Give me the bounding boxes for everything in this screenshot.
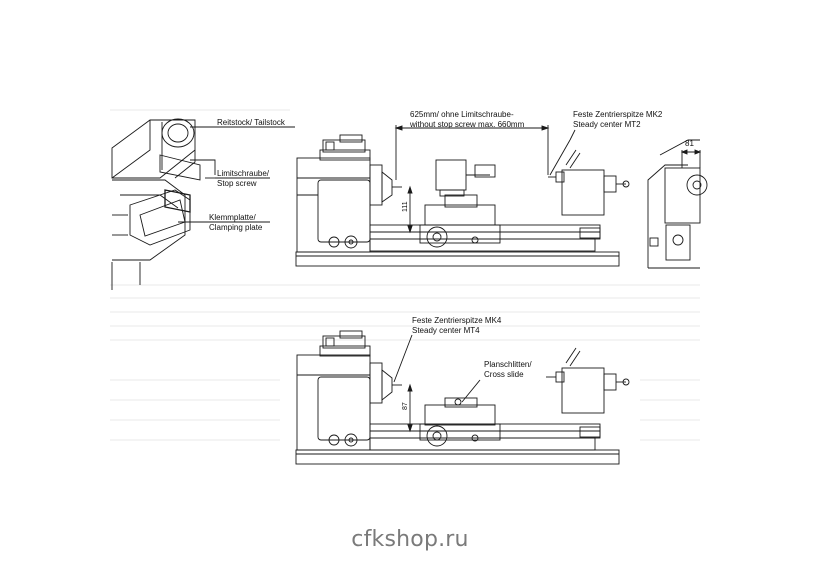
label-distance-note-line1: 625mm/ ohne Limitschraube- xyxy=(410,110,514,119)
label-mk4-line1: Feste Zentrierspitze MK4 xyxy=(412,316,502,325)
label-distance-note: 625mm/ ohne Limitschraube- without stop … xyxy=(410,110,524,130)
side-view-drawing xyxy=(647,139,708,269)
dimension-side-width: 81 xyxy=(685,139,694,148)
label-stop-screw-line1: Limitschraube/ xyxy=(217,169,270,178)
label-cross-slide-line2: Cross slide xyxy=(484,370,524,379)
label-mk2-line2: Steady center MT2 xyxy=(573,120,641,129)
bottom-lathe-drawing xyxy=(295,330,630,465)
label-tailstock-text: Reitstock/ Tailstock xyxy=(217,118,285,127)
label-mk4-line2: Steady center MT4 xyxy=(412,326,480,335)
dimension-top-height: 111 xyxy=(402,201,409,212)
label-stop-screw-line2: Stop screw xyxy=(217,179,257,188)
label-cross-slide-line1: Planschlitten/ xyxy=(484,360,532,369)
label-clamping-plate: Klemmplatte/ Clamping plate xyxy=(209,213,262,233)
site-watermark: cfkshop.ru xyxy=(351,527,469,552)
label-mk2-line1: Feste Zentrierspitze MK2 xyxy=(573,110,663,119)
label-stop-screw: Limitschraube/ Stop screw xyxy=(217,169,269,189)
label-steady-center-mk4: Feste Zentrierspitze MK4 Steady center M… xyxy=(412,316,501,336)
label-tailstock: Reitstock/ Tailstock xyxy=(217,118,285,128)
label-clamping-plate-line2: Clamping plate xyxy=(209,223,263,232)
dimension-bottom-height: 87 xyxy=(402,402,409,410)
background-ghost-pattern xyxy=(110,109,700,441)
label-steady-center-mk2: Feste Zentrierspitze MK2 Steady center M… xyxy=(573,110,662,130)
label-cross-slide: Planschlitten/ Cross slide xyxy=(484,360,532,380)
tailstock-detail-view xyxy=(111,118,295,290)
label-clamping-plate-line1: Klemmplatte/ xyxy=(209,213,256,222)
top-lathe-drawing xyxy=(295,125,630,267)
label-distance-note-line2: without stop screw max. 660mm xyxy=(410,120,525,129)
